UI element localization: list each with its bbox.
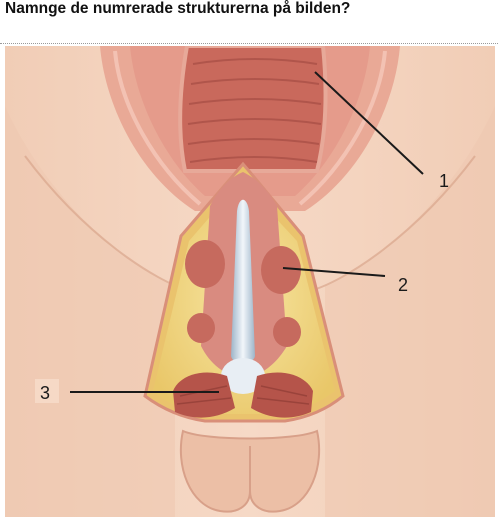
right-thigh-shadow — [325, 106, 495, 517]
fold-highlight-right — [298, 50, 387, 206]
urethral-lumen — [231, 199, 255, 364]
erectile-tissue-right-lower — [273, 317, 301, 347]
sphincter-left — [173, 372, 235, 418]
label-1: 1 — [439, 171, 449, 191]
left-thigh-shadow — [5, 106, 175, 517]
question-text: Namnge de numrerade strukturerna på bild… — [5, 0, 351, 17]
anatomy-illustration: 1 2 3 — [5, 46, 495, 517]
vaginal-rugae — [187, 58, 322, 163]
erectile-tissue-right-upper — [261, 246, 301, 294]
sphincter-right — [251, 372, 313, 418]
vaginal-canal — [178, 46, 328, 173]
erectile-tissue-left-lower — [187, 313, 215, 343]
urethral-lumen-base — [221, 358, 265, 394]
label-2: 2 — [398, 275, 408, 295]
erectile-tissue-left-upper — [185, 240, 225, 288]
leader-line-1 — [314, 71, 424, 175]
leader-line-2 — [282, 267, 386, 277]
right-crease — [309, 155, 476, 292]
label-3: 3 — [40, 383, 50, 403]
divider — [0, 43, 498, 44]
label-3-bg — [35, 379, 59, 403]
fold-highlight-left — [113, 50, 202, 206]
